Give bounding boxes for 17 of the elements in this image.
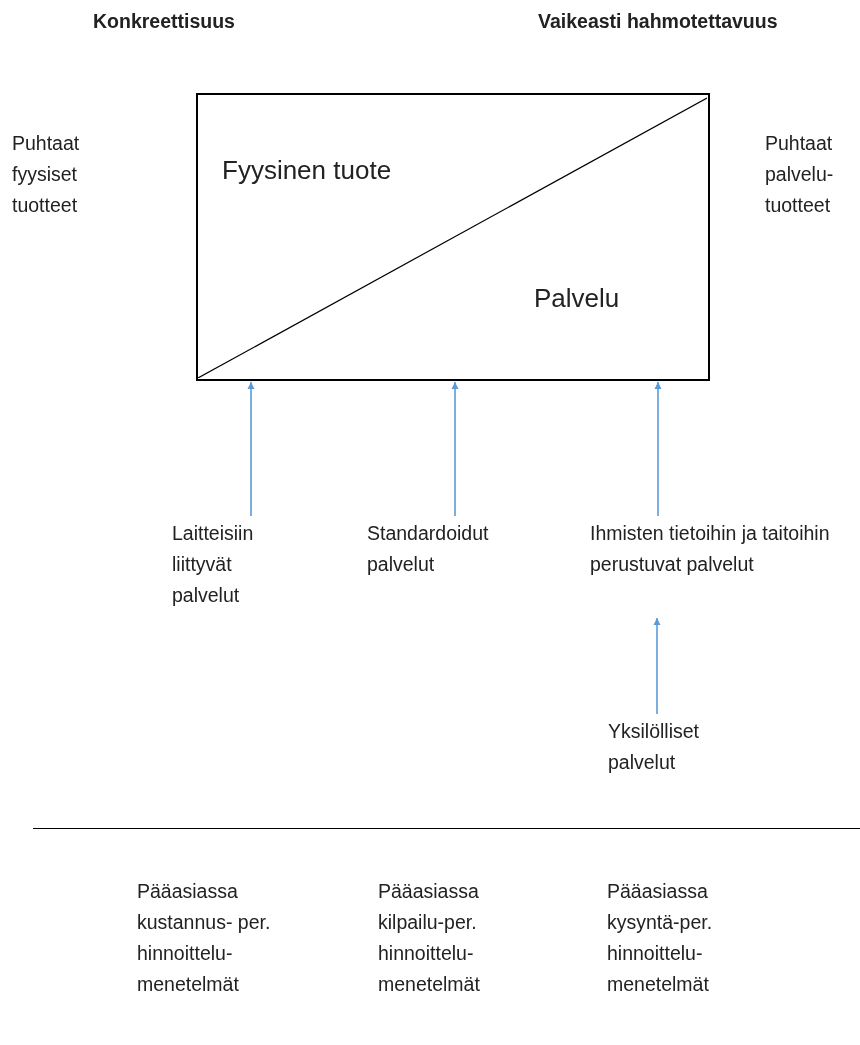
service-label: Yksilölliset palvelut xyxy=(608,716,748,778)
service-label: Ihmisten tietoihin ja taitoihin perustuvat palvelut xyxy=(590,518,835,580)
note-text: Pääasiassa kustannus- per. hinnoittelu- menetelmät xyxy=(137,879,272,997)
service-label: Standardoidut palvelut xyxy=(367,518,547,580)
note-text: Pääasiassa kysyntä-per. hinnoittelu- menetelmät xyxy=(607,879,714,997)
axis-heading: Vaikeasti hahmotettavuus xyxy=(538,9,778,34)
axis-heading: Konkreettisuus xyxy=(93,9,235,34)
box-label: Palvelu xyxy=(534,283,620,315)
service-label: Laitteisiin liittyvät palvelut xyxy=(172,518,302,611)
note-text: Puhtaat palvelu- tuotteet xyxy=(765,131,835,218)
note-text: Puhtaat fyysiset tuotteet xyxy=(12,131,81,218)
arrow xyxy=(451,381,459,517)
arrow xyxy=(654,381,662,517)
note-text: Pääasiassa kilpailu-per. hinnoittelu- menetelmät xyxy=(378,879,481,997)
arrow xyxy=(247,381,255,517)
box-label: Fyysinen tuote xyxy=(222,155,392,187)
arrow xyxy=(653,617,661,715)
